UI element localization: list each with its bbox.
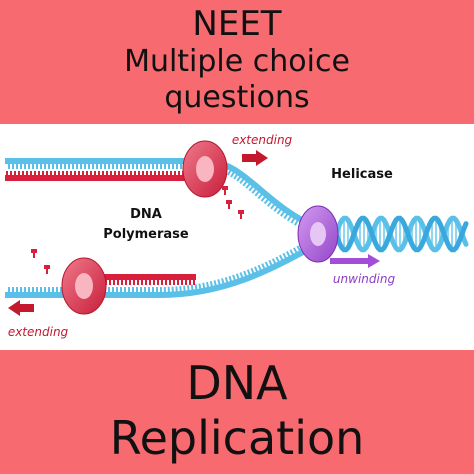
free-nucleotides <box>31 186 244 274</box>
header-title-questions: questions <box>164 80 310 115</box>
nucleotide-3 <box>238 210 244 219</box>
dna-polymerase-label-line1: DNA <box>130 207 162 222</box>
dna-polymerase-top <box>182 140 228 198</box>
dna-polymerase-bottom <box>61 257 107 315</box>
helicase-label: Helicase <box>331 167 393 182</box>
header-band <box>0 0 474 124</box>
dna-polymerase-label-line2: Polymerase <box>103 227 189 242</box>
top-new-strand <box>5 171 205 181</box>
double-helix <box>315 215 469 253</box>
nucleotide-1 <box>222 186 228 195</box>
nucleotide-5 <box>44 265 50 274</box>
extending-arrow-top <box>242 150 268 166</box>
header-title-neet: NEET <box>192 4 282 44</box>
helicase-enzyme <box>297 205 339 263</box>
footer-title-dna: DNA <box>186 356 288 410</box>
dna-replication-diagram: extending extending Helicase DNA Polymer… <box>5 133 469 339</box>
unwinding-label: unwinding <box>333 272 396 286</box>
extending-label-top: extending <box>232 133 293 147</box>
bottom-template-strand <box>5 239 320 298</box>
helix-strand-b <box>315 215 469 253</box>
extending-label-bottom: extending <box>8 325 69 339</box>
nucleotide-4 <box>31 249 37 258</box>
bottom-new-strand <box>92 274 196 285</box>
footer-band <box>0 350 474 474</box>
extending-arrow-bottom <box>8 300 34 316</box>
helix-strand-a <box>315 215 469 253</box>
unwinding-arrow <box>330 254 380 268</box>
header-title-multiple-choice: Multiple choice <box>124 44 350 79</box>
footer-title-replication: Replication <box>109 411 365 465</box>
nucleotide-2 <box>226 200 232 209</box>
